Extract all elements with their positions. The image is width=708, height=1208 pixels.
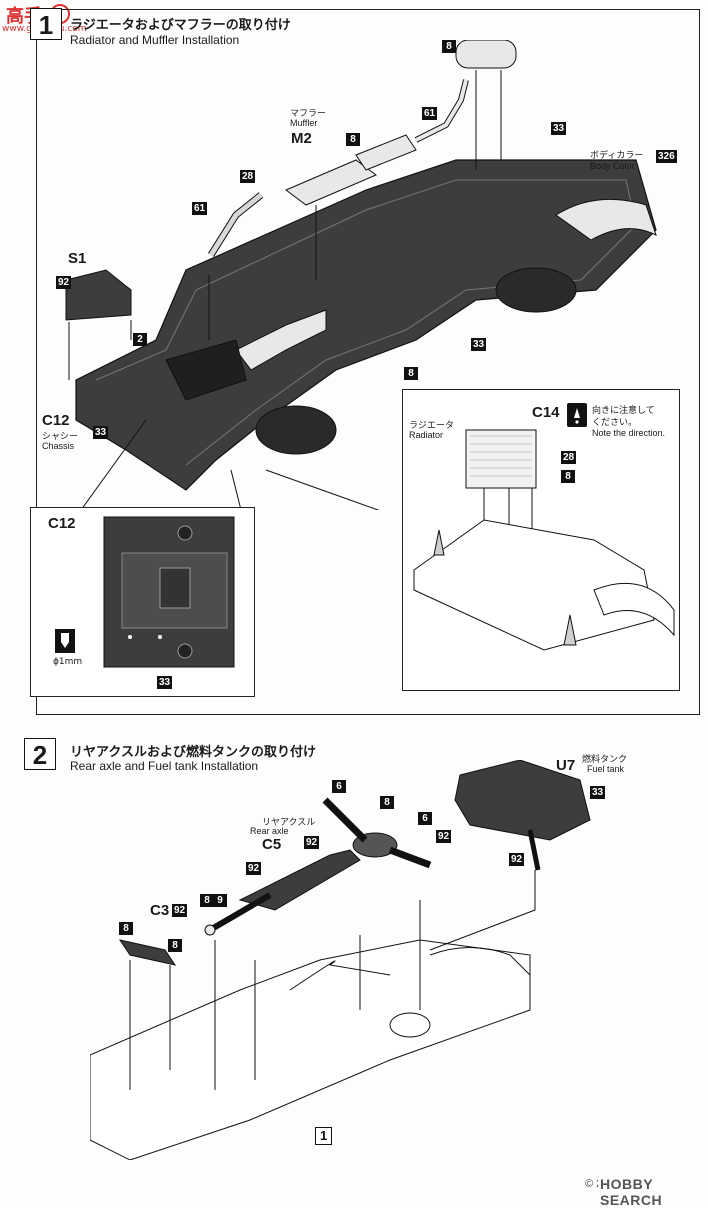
step2-title-jp: リヤアクスルおよび燃料タンクの取り付け — [70, 745, 316, 760]
muffler-code: M2 — [291, 130, 312, 147]
caution-icon — [567, 403, 587, 427]
chassis-jp: シャシー — [42, 432, 79, 442]
part-33-tank: 33 — [590, 786, 606, 799]
detail-c12-drawing — [103, 516, 235, 668]
radiator-jp: ラジエータ — [409, 421, 454, 431]
part-33-body: 33 — [551, 122, 567, 135]
part-61-lower: 61 — [192, 202, 208, 215]
part-33-detail: 33 — [157, 676, 173, 689]
part-2: 2 — [133, 333, 147, 346]
brand-logo: HOBBY SEARCH — [598, 1176, 708, 1208]
part-8-c3-right: 8 — [168, 939, 182, 952]
part-33-chassis: 33 — [93, 426, 109, 439]
note-jp-line1: 向きに注意して — [592, 406, 655, 416]
part-28-radiator: 28 — [561, 451, 577, 464]
fuel-tank-en: Fuel tank — [587, 764, 625, 774]
part-9-shaft: 9 — [213, 894, 227, 907]
fuel-tank-code: U7 — [556, 757, 576, 774]
radiator-code: C14 — [532, 404, 560, 421]
part-92-s1: 92 — [56, 276, 72, 289]
fuel-tank-jp: 燃料タンク — [582, 755, 628, 765]
part-92-axle: 92 — [304, 836, 320, 849]
radiator-en: Radiator — [409, 430, 444, 440]
body-color-paint: 326 — [656, 150, 677, 163]
rear-axle-en: Rear axle — [250, 826, 289, 836]
part-6-left: 6 — [332, 780, 346, 793]
c3-code: C3 — [150, 902, 170, 919]
step1-frame — [36, 9, 700, 715]
step2-axle-illustration — [90, 760, 591, 1160]
chassis-code: C12 — [42, 412, 70, 429]
part-8-c3-left: 8 — [119, 922, 133, 935]
part-92-shaft: 92 — [246, 862, 262, 875]
drill-size: ϕ1mm — [53, 657, 83, 667]
step2-number: 2 — [24, 738, 56, 770]
chassis-en: Chassis — [42, 441, 75, 451]
step1-number: 1 — [30, 8, 62, 40]
rear-axle-code: C5 — [262, 836, 282, 853]
part-8-axle: 8 — [380, 796, 394, 809]
step1-chassis-illustration — [65, 40, 657, 510]
part-8-muffler-end: 8 — [442, 40, 456, 53]
rear-axle-jp: リヤアクスル — [262, 818, 316, 828]
note-en: Note the direction. — [592, 428, 666, 438]
part-33-mid: 33 — [471, 338, 487, 351]
part-8-shaft: 8 — [200, 894, 214, 907]
body-color-en: Body Color — [590, 161, 635, 171]
part-28-upper: 28 — [240, 170, 256, 183]
step1-title-jp: ラジエータおよびマフラーの取り付け — [70, 18, 291, 33]
part-92-right: 92 — [436, 830, 452, 843]
muffler-label-en: Muffler — [290, 118, 318, 128]
body-color-jp: ボディカラー — [590, 151, 644, 161]
s1-code: S1 — [68, 250, 87, 267]
ref-step-1: 1 — [315, 1127, 333, 1145]
step2-title-en: Rear axle and Fuel tank Installation — [70, 759, 259, 773]
part-8-mid: 8 — [404, 367, 418, 380]
drill-icon — [55, 629, 75, 653]
note-jp-line2: ください。 — [592, 418, 638, 428]
part-8-radiator: 8 — [561, 470, 575, 483]
radiator-detail-drawing — [413, 429, 675, 651]
part-61-upper: 61 — [422, 107, 438, 120]
step1-title-en: Radiator and Muffler Installation — [70, 33, 240, 47]
part-6-right: 6 — [418, 812, 432, 825]
part-92-tank: 92 — [509, 853, 525, 866]
muffler-label-jp: マフラー — [290, 109, 327, 119]
part-92-c3: 92 — [172, 904, 188, 917]
detail-c12-code: C12 — [48, 515, 76, 532]
part-8-muffler: 8 — [346, 133, 360, 146]
